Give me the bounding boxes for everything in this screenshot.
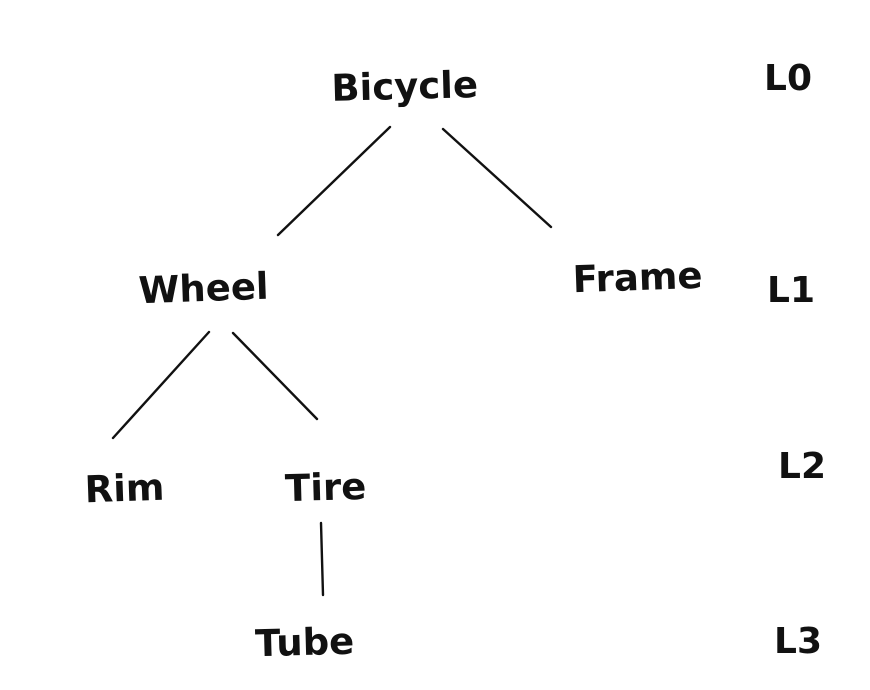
edges [111, 125, 553, 597]
node-bicycle: Bicycle [331, 63, 479, 110]
node-frame: Frame [572, 254, 703, 302]
nodes: Bicycle Wheel Frame Rim Tire Tube [84, 63, 703, 665]
level-label-l2: L2 [778, 446, 826, 487]
level-labels: L0 L1 L2 L3 [764, 58, 826, 662]
level-label-l3: L3 [774, 621, 822, 662]
node-rim: Rim [84, 466, 165, 512]
node-tire: Tire [284, 465, 366, 510]
edge-tire-tube [319, 521, 325, 597]
level-label-l0: L0 [764, 58, 812, 99]
edge-bicycle-wheel [276, 125, 392, 237]
node-tube: Tube [255, 620, 355, 666]
edge-wheel-rim [111, 330, 211, 440]
edge-bicycle-frame [441, 127, 553, 229]
edge-wheel-tire [231, 331, 319, 421]
level-label-l1: L1 [767, 270, 815, 311]
node-wheel: Wheel [138, 265, 269, 313]
